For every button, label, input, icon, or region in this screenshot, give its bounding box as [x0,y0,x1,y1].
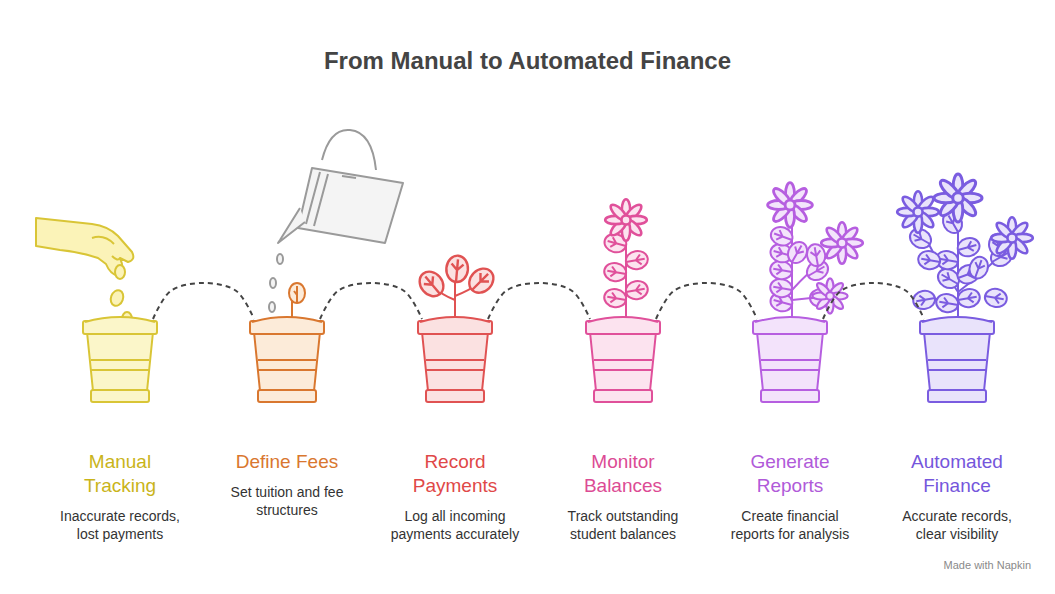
flower-pot [882,300,1032,450]
stage-heading: Generate Reports [728,450,852,498]
sprout [289,283,305,318]
flowering-plant [602,199,649,318]
dashed-connector [488,283,590,319]
full-plant [897,174,1033,318]
flower-pot [715,300,865,450]
stage-description: Log all incoming payments accurately [384,507,526,543]
stage-pot: Define FeesSet tuition and fee structure… [212,300,362,519]
stage-description: Create financial reports for analysis [719,507,861,543]
dashed-connector [656,283,757,319]
watermark: Made with Napkin [944,559,1031,571]
pot-rim [250,321,324,334]
stage-heading: Record Payments [393,450,517,498]
pot-rim [586,321,660,334]
stage-description: Inaccurate records, lost payments [49,507,191,543]
watering-can [269,130,403,312]
stage-description: Set tuition and fee structures [216,483,358,519]
small-plant [415,255,499,318]
pot-rim [83,321,157,334]
flower-pot [380,300,530,450]
dashed-connector [320,283,422,319]
stage-pot: Generate ReportsCreate financial reports… [715,300,865,543]
diagram-title: From Manual to Automated Finance [0,47,1055,75]
dashed-connector [823,283,924,319]
flower-pot [45,300,195,450]
stage-description: Accurate records, clear visibility [886,507,1028,543]
hand-with-seeds [36,218,133,326]
pot-rim [920,321,994,334]
stage-pot: Manual TrackingInaccurate records, lost … [45,300,195,543]
flower-pot [212,300,362,450]
growing-plant [768,183,863,318]
stage-heading: Manual Tracking [58,450,182,498]
stage-description: Track outstanding student balances [552,507,694,543]
pot-rim [418,321,492,334]
stage-pot: Automated FinanceAccurate records, clear… [882,300,1032,543]
stage-heading: Monitor Balances [561,450,685,498]
pot-rim [753,321,827,334]
stage-heading: Define Fees [225,450,349,474]
flower-pot [548,300,698,450]
stage-pot: Monitor BalancesTrack outstanding studen… [548,300,698,543]
dashed-connector [153,283,254,319]
stage-heading: Automated Finance [895,450,1019,498]
stage-pot: Record PaymentsLog all incoming payments… [380,300,530,543]
